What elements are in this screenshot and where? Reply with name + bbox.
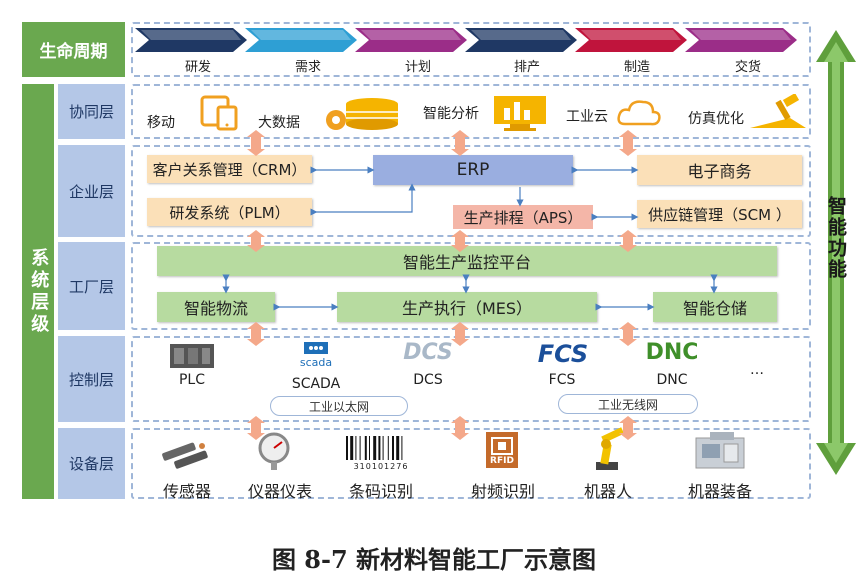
figure-caption: 图 8-7 新材料智能工厂示意图 — [271, 545, 597, 574]
simulation-icon — [750, 94, 806, 128]
erp-box: ERP — [373, 155, 573, 185]
stage-label-rd: 研发 — [184, 60, 211, 75]
lifecycle-chevron-highlight — [361, 30, 461, 40]
plm-box: 研发系统（PLM） — [147, 198, 312, 226]
ecommerce-box: 电子商务 — [637, 155, 802, 185]
barcode-bar — [382, 436, 384, 460]
layer-label-control: 控制层 — [58, 336, 125, 422]
scm-box: 供应链管理（SCM ） — [637, 200, 802, 228]
smart-function-label: 智能功能 — [825, 196, 847, 280]
warehouse-box: 智能仓储 — [653, 292, 777, 322]
barcode-bar — [378, 436, 381, 460]
control-fcs-label: FCS — [548, 372, 576, 388]
control-scada-label: SCADA — [291, 376, 341, 392]
collab-bigdata-label: 大数据 — [258, 115, 300, 131]
lifecycle-chevron-highlight — [581, 30, 681, 40]
lifecycle-chevron-highlight — [691, 30, 791, 40]
collab-analysis-label: 智能分析 — [423, 106, 479, 122]
rfid-icon — [486, 432, 518, 468]
collab-simulation-label: 仿真优化 — [688, 111, 744, 127]
layer-label-device: 设备层 — [58, 428, 125, 499]
sensor-icon — [162, 442, 208, 469]
lifecycle-panel — [131, 22, 811, 77]
barcode-bar — [359, 436, 361, 460]
mobile-icon — [200, 95, 238, 131]
device-instrument-label: 仪器仪表 — [247, 482, 312, 501]
device-robot-label: 机器人 — [583, 482, 632, 501]
barcode-bar — [369, 436, 370, 460]
layer-label-collab: 协同层 — [58, 84, 125, 139]
control-plc-label: PLC — [178, 372, 206, 388]
robot-icon — [596, 427, 625, 470]
gauge-icon — [258, 432, 290, 470]
ethernet-cloud: 工业以太网 — [270, 396, 408, 416]
lifecycle-chevrons — [135, 28, 797, 52]
collab-panel — [131, 84, 811, 139]
lifecycle-chevron — [135, 28, 247, 52]
scada-logo-text: scada — [299, 356, 333, 369]
factory-panel — [131, 242, 811, 330]
control-more-label: … — [750, 362, 764, 378]
plc-icon — [170, 344, 214, 368]
rfid-text: RFID — [490, 456, 514, 466]
barcode-digits: 310101276 — [353, 462, 409, 471]
barcode-bar — [392, 436, 394, 460]
machine-icon — [695, 432, 745, 469]
barcode-bar — [350, 436, 354, 460]
layer-label-factory: 工厂层 — [58, 242, 125, 330]
barcode-bar — [346, 436, 348, 460]
enterprise-panel — [131, 145, 811, 237]
stage-label-schedule: 排产 — [513, 60, 540, 75]
crm-box: 客户关系管理（CRM） — [147, 155, 312, 183]
barcode-bar — [373, 436, 377, 460]
barcode-icon — [346, 436, 403, 460]
lifecycle-title: 生命周期 — [22, 22, 125, 77]
device-rfid-label: 射频识别 — [470, 482, 535, 501]
lifecycle-chevron — [465, 28, 577, 52]
collab-mobile-label: 移动 — [147, 115, 175, 131]
control-dcs-label: DCS — [413, 372, 443, 388]
dcs-logo-icon: DCS — [403, 340, 453, 365]
lifecycle-chevron — [355, 28, 467, 52]
stage-label-delivery: 交货 — [734, 60, 761, 75]
stage-label-demand: 需求 — [294, 60, 321, 75]
fcs-logo-icon: FCS — [537, 340, 589, 368]
lifecycle-chevron — [575, 28, 687, 52]
aps-box: 生产排程（APS） — [453, 205, 593, 229]
analysis-icon — [494, 96, 546, 131]
barcode-bar — [387, 436, 389, 460]
lifecycle-chevron-highlight — [471, 30, 571, 40]
mes-box: 生产执行（MES） — [337, 292, 597, 322]
lifecycle-chevron-highlight — [251, 30, 351, 40]
stage-label-plan: 计划 — [404, 60, 431, 75]
logistics-box: 智能物流 — [157, 292, 275, 322]
device-sensor-label: 传感器 — [162, 482, 211, 501]
barcode-bar — [396, 436, 400, 460]
dnc-logo-icon: DNC — [645, 340, 699, 365]
layer-label-enterprise: 企业层 — [58, 145, 125, 237]
lifecycle-chevron-highlight — [141, 30, 241, 40]
collab-cloud-label: 工业云 — [566, 109, 608, 125]
barcode-bar — [355, 436, 357, 460]
system-levels-title: 系统层级 — [22, 84, 54, 499]
barcode-bar — [364, 436, 367, 460]
control-dnc-label: DNC — [656, 372, 688, 388]
scada-logo-icon — [304, 342, 328, 354]
device-barcode-label: 条码识别 — [348, 482, 413, 501]
device-machine-label: 机器装备 — [687, 482, 752, 501]
stage-label-manufacture: 制造 — [623, 60, 650, 75]
monitoring-platform-box: 智能生产监控平台 — [157, 246, 777, 276]
wireless-cloud: 工业无线网 — [558, 394, 698, 414]
device-panel — [131, 428, 811, 499]
control-panel — [131, 336, 811, 422]
smart-function-arrow — [816, 30, 856, 475]
lifecycle-chevron — [245, 28, 357, 52]
barcode-bar — [401, 436, 403, 460]
lifecycle-chevron — [685, 28, 797, 52]
cloud-icon — [617, 100, 661, 126]
bigdata-icon — [326, 98, 398, 130]
